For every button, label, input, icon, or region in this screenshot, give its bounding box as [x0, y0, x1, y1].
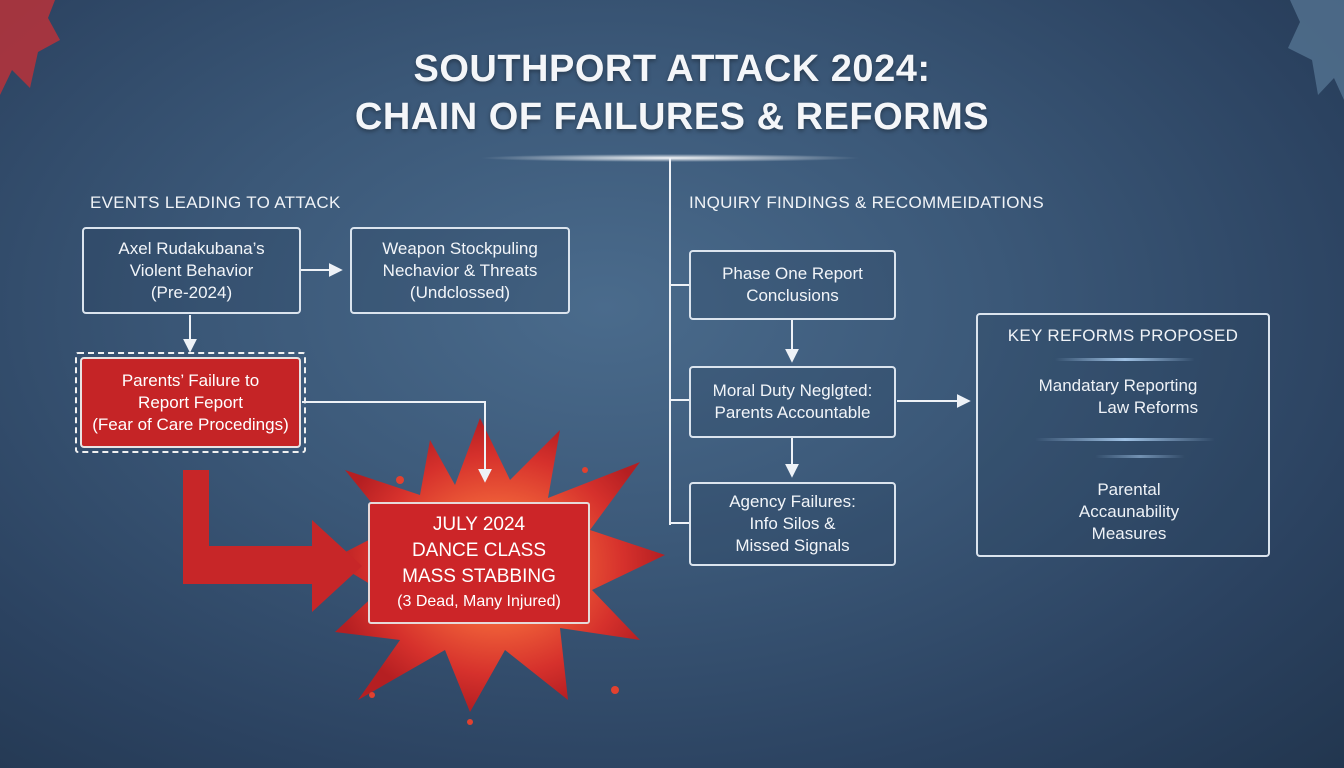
moral-duty-node-line: Parents Accountable: [714, 403, 871, 422]
explosion-spark: [396, 476, 404, 484]
corner-splatter-top-right: [1288, 0, 1344, 100]
reforms-divider-middle: [1035, 438, 1215, 441]
page-title-line-2: CHAIN OF FAILURES & REFORMS: [354, 96, 990, 138]
phase-one-node-line: Conclusions: [746, 286, 839, 305]
explosion-spark: [467, 719, 473, 725]
reforms-divider-middle-2: [1095, 455, 1185, 458]
reform-item-reporting: Mandatary Reporting Law Reforms: [976, 375, 1270, 419]
reform-item-parental: Parental Accaunability Measures: [976, 479, 1282, 545]
attack-node-date: JULY 2024: [432, 514, 526, 535]
phase-one-node-line: Phase One Report: [722, 264, 863, 283]
weapon-node-line: (Undclossed): [409, 282, 511, 302]
explosion-spark: [369, 692, 375, 698]
agency-failures-node: Agency Failures: Info Silos & Missed Sig…: [689, 482, 896, 566]
reforms-divider-top: [1055, 358, 1195, 361]
parents-node-line: Parents’ Failure to: [121, 370, 260, 390]
attack-node-casualties: (3 Dead, Many Injured): [397, 593, 561, 610]
big-red-arrow: [183, 470, 362, 612]
parents-node: Parents’ Failure to Report Feport (Fear …: [80, 357, 301, 448]
reform-item-line: Parental: [1097, 480, 1161, 499]
weapon-node-line: Weapon Stockpuling: [382, 238, 538, 258]
corner-splatter-top-left: [0, 0, 60, 95]
parents-node-highlight: [75, 352, 306, 453]
agency-failures-node-line: Agency Failures:: [729, 492, 856, 511]
behavior-node-line: Axel Rudakubana’s: [118, 238, 265, 258]
attack-node-event: MASS STABBING: [402, 566, 556, 587]
parents-node-line: Report Feport: [138, 392, 243, 412]
page-title-line-1: SOUTHPORT ATTACK 2024:: [413, 48, 931, 90]
events-section-heading: EVENTS LEADING TO ATTACK: [90, 193, 341, 212]
attack-node: JULY 2024 DANCE CLASS MASS STABBING (3 D…: [368, 502, 590, 624]
agency-failures-node-line: Missed Signals: [735, 536, 850, 555]
weapon-node: Weapon Stockpuling Nechavior & Threats (…: [350, 227, 570, 314]
arrow-parents-to-attack: [302, 401, 492, 483]
moral-duty-node-line: Moral Duty Neglgted:: [712, 381, 873, 400]
reform-item-line: Law Reforms: [1097, 398, 1199, 417]
reform-item-line: Measures: [1091, 524, 1167, 543]
weapon-node-line: Nechavior & Threats: [382, 260, 538, 280]
behavior-node-line: (Pre-2024): [150, 282, 233, 302]
attack-node-location: DANCE CLASS: [411, 540, 547, 561]
reform-item-line: Accaunability: [1078, 502, 1180, 521]
behavior-node-line: Violent Behavior: [129, 260, 254, 280]
parents-node-line: (Fear of Care Procedings): [92, 414, 289, 434]
explosion-spark: [611, 686, 619, 694]
inquiry-section-heading: INQUIRY FINDINGS & RECOMMEIDATIONS: [689, 193, 1044, 212]
reforms-panel: [976, 313, 1270, 557]
reforms-heading: KEY REFORMS PROPOSED: [1007, 326, 1239, 345]
moral-duty-node: Moral Duty Neglgted: Parents Accountable: [689, 366, 896, 438]
phase-one-node: Phase One Report Conclusions: [689, 250, 896, 320]
reform-item-line: Mandatary Reporting: [1038, 376, 1198, 395]
agency-failures-node-line: Info Silos &: [749, 514, 836, 533]
behavior-node: Axel Rudakubana’s Violent Behavior (Pre-…: [82, 227, 301, 314]
explosion-spark: [582, 467, 588, 473]
